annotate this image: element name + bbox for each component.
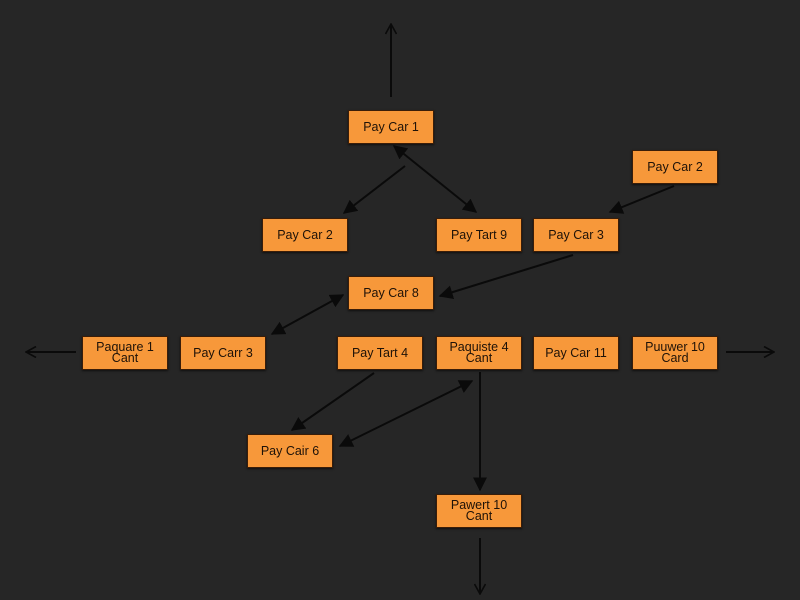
node-label: Pay Car 3	[548, 227, 604, 242]
node-n14[interactable]: Pawert 10 Cant	[436, 494, 522, 528]
node-n3[interactable]: Pay Car 2	[262, 218, 348, 252]
node-n9[interactable]: Pay Tart 4	[337, 336, 423, 370]
node-n5[interactable]: Pay Car 3	[533, 218, 619, 252]
node-n10[interactable]: Paquiste 4 Cant	[436, 336, 522, 370]
edge-arrow-e2	[342, 165, 406, 214]
edge-arrow-e9	[290, 372, 375, 431]
node-label: Pay Carr 3	[193, 345, 253, 360]
edge-arrow-e3	[392, 145, 478, 213]
node-n1[interactable]: Pay Car 1	[348, 110, 434, 144]
node-label: Pay Car 8	[363, 285, 419, 300]
node-label: Pay Tart 9	[450, 227, 508, 242]
node-label: Pay Car 2	[647, 159, 703, 174]
node-label: Paquare 1 Cant	[96, 340, 154, 365]
node-n4[interactable]: Pay Tart 9	[436, 218, 522, 252]
node-label: Pay Cair 6	[260, 443, 320, 458]
node-n6[interactable]: Pay Car 8	[348, 276, 434, 310]
node-label: Pay Car 1	[363, 119, 419, 134]
node-n11[interactable]: Pay Car 11	[533, 336, 619, 370]
node-label: Puuwer 10 Card	[645, 340, 705, 365]
node-n7[interactable]: Paquare 1 Cant	[82, 336, 168, 370]
edge-arrow-e4	[608, 185, 675, 214]
edge-arrow-e6	[270, 294, 345, 335]
node-n2[interactable]: Pay Car 2	[632, 150, 718, 184]
node-label: Pay Tart 4	[351, 345, 409, 360]
node-n8[interactable]: Pay Carr 3	[180, 336, 266, 370]
node-n12[interactable]: Puuwer 10 Card	[632, 336, 718, 370]
node-label: Pay Car 11	[545, 345, 607, 360]
edge-arrow-e10	[338, 380, 474, 447]
node-label: Paquiste 4 Cant	[449, 340, 509, 365]
node-n13[interactable]: Pay Cair 6	[247, 434, 333, 468]
edge-arrow-e5	[438, 254, 574, 299]
node-label: Pay Car 2	[277, 227, 333, 242]
node-label: Pawert 10 Cant	[450, 498, 508, 523]
